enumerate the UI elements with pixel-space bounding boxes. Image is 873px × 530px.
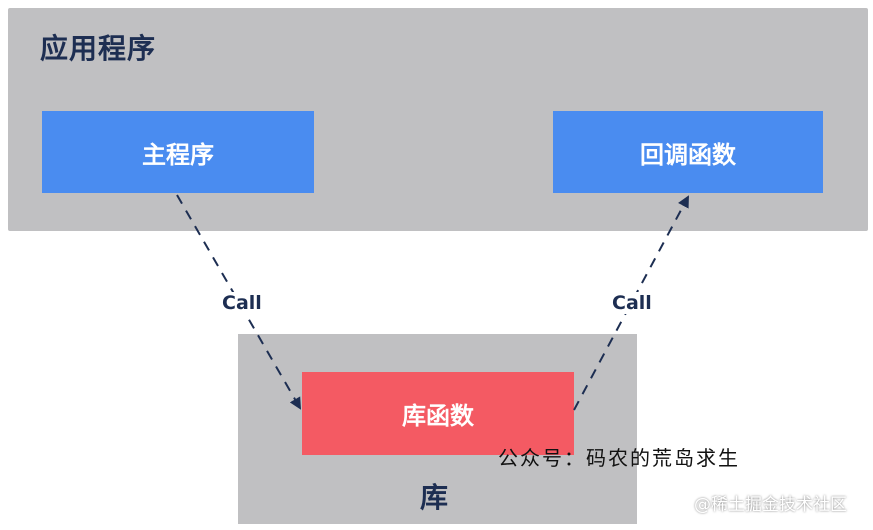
- call-arrow-library-to-callback: [573, 195, 689, 411]
- call-label-right: Call: [610, 292, 654, 314]
- main-program-box: 主程序: [42, 111, 314, 193]
- application-title: 应用程序: [40, 32, 157, 65]
- library-title: 库: [420, 481, 449, 514]
- call-label-left: Call: [220, 292, 264, 314]
- callback-function-box: 回调函数: [553, 111, 823, 193]
- account-watermark: 公众号：码农的荒岛求生: [498, 446, 740, 470]
- library-function-box: 库函数: [302, 372, 574, 455]
- call-arrow-main-to-library: [176, 194, 302, 410]
- site-watermark: @稀土掘金技术社区: [694, 495, 847, 515]
